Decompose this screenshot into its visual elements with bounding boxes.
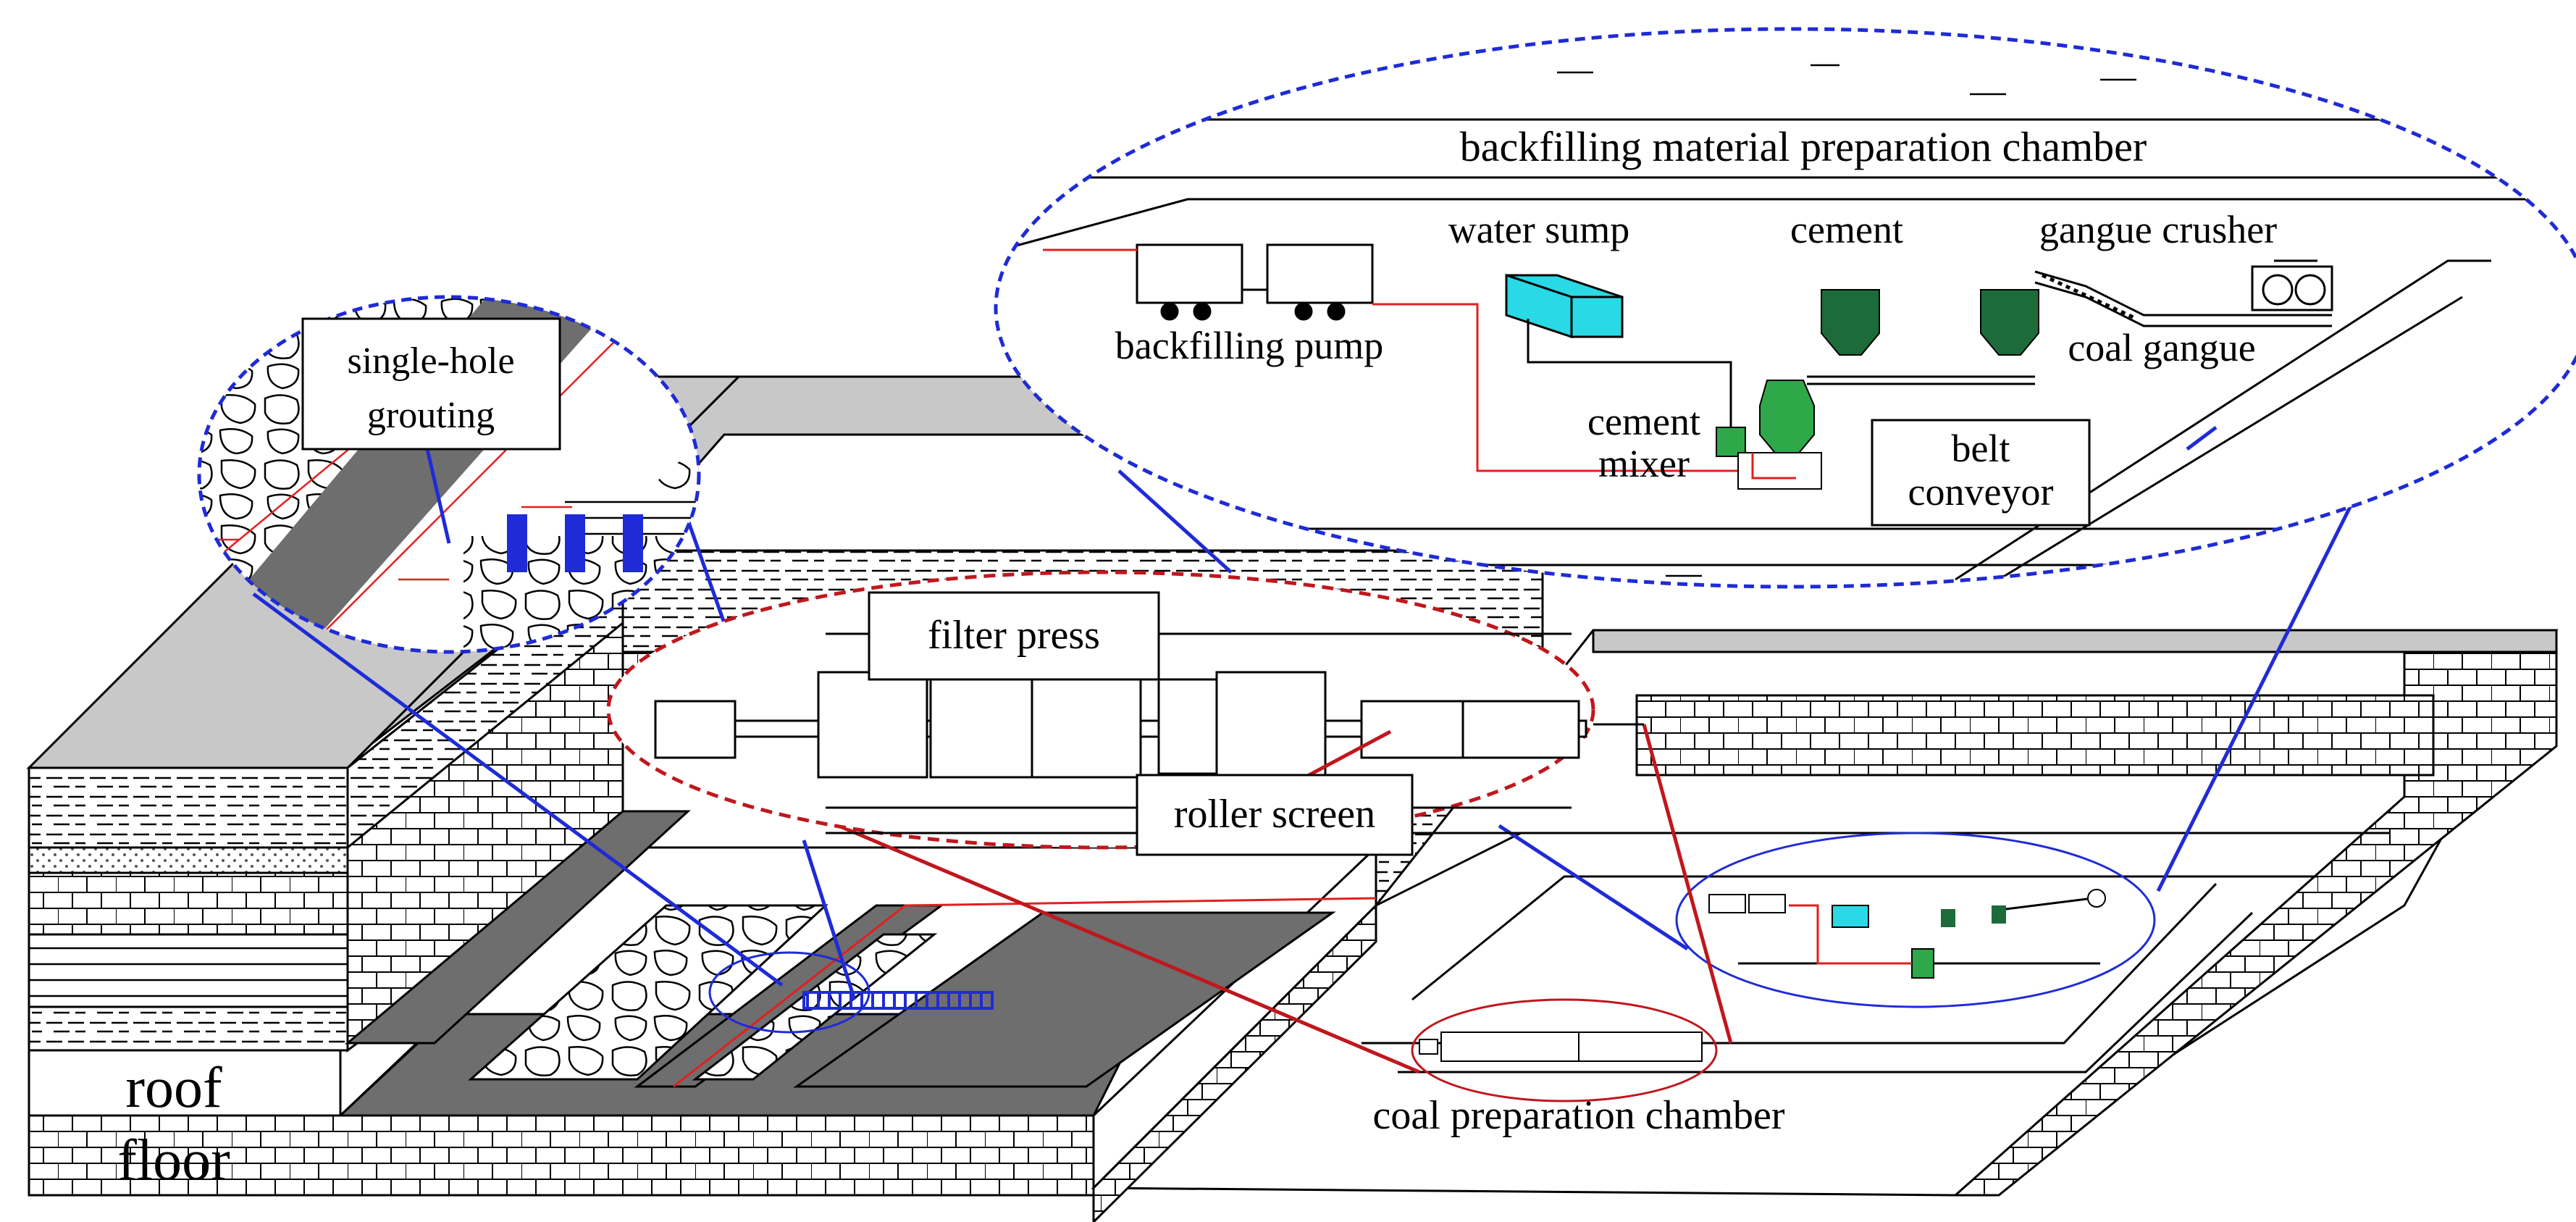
backfilling-chamber-label: backfilling material preparation chamber xyxy=(1460,123,2147,170)
coal-chamber-label: coal preparation chamber xyxy=(1372,1093,1784,1138)
grouting-callout-ellipse xyxy=(197,295,701,654)
gangue-crusher-icon xyxy=(2251,259,2333,311)
strata-mudstone-1 xyxy=(28,766,349,849)
grouting-supports xyxy=(507,514,643,572)
back-wall-brick xyxy=(1635,694,2435,777)
mini-equipment xyxy=(1419,889,2106,1062)
belt-conveyor-label-2: conveyor xyxy=(1908,470,2054,514)
goaf-strip-right xyxy=(793,911,1336,1088)
cement-mixer-icon xyxy=(1716,380,1822,490)
backfill-chamber-marker xyxy=(1675,832,2156,1008)
backfilling-callout-ellipse xyxy=(994,27,2576,589)
strata-brick xyxy=(28,871,349,936)
single-hole-label-2: grouting xyxy=(367,395,495,436)
belt-conveyor-icon xyxy=(2034,270,2332,327)
cement-silo-icon xyxy=(1821,289,2039,356)
roof-layer xyxy=(28,1049,342,1117)
filter-press-callout-ellipse xyxy=(606,570,1595,850)
water-sump-label: water sump xyxy=(1448,208,1629,251)
cement-mixer-label-2: mixer xyxy=(1598,442,1690,485)
floor-label: floor xyxy=(117,1129,230,1192)
water-sump-icon xyxy=(1505,273,1624,339)
cement-label: cement xyxy=(1790,208,1903,251)
strata-lines xyxy=(28,933,349,1008)
roller-screen-label: roller screen xyxy=(1174,792,1375,837)
coal-chamber-marker xyxy=(1411,998,1718,1102)
roof-label: roof xyxy=(125,1056,222,1120)
leader-lines xyxy=(252,368,2421,1074)
coal-gangue-label: coal gangue xyxy=(2068,326,2255,369)
floor-layer xyxy=(28,1114,1095,1197)
cement-mixer-label-1: cement xyxy=(1587,400,1700,443)
filter-press-label: filter press xyxy=(928,613,1100,658)
goaf-strip-left xyxy=(344,810,691,1045)
strata-mudstone-2 xyxy=(28,1005,349,1052)
belt-conveyor-label-1: belt xyxy=(1952,427,2010,470)
hydraulic-supports xyxy=(802,991,994,1010)
chamber-floor-area xyxy=(1091,629,2559,1222)
backfilling-callout: backfilling material preparation chamber… xyxy=(994,27,2576,589)
strata-sand xyxy=(28,846,349,874)
backfilling-pump-label: backfilling pump xyxy=(1115,324,1383,367)
gangue-crusher-label: gangue crusher xyxy=(2039,208,2277,251)
filter-press-callout: filter press roller screen xyxy=(606,570,1644,856)
working-face-area xyxy=(337,810,1379,1117)
backfilling-pump-icon xyxy=(1136,243,1374,321)
single-hole-label-1: single-hole xyxy=(347,340,514,382)
